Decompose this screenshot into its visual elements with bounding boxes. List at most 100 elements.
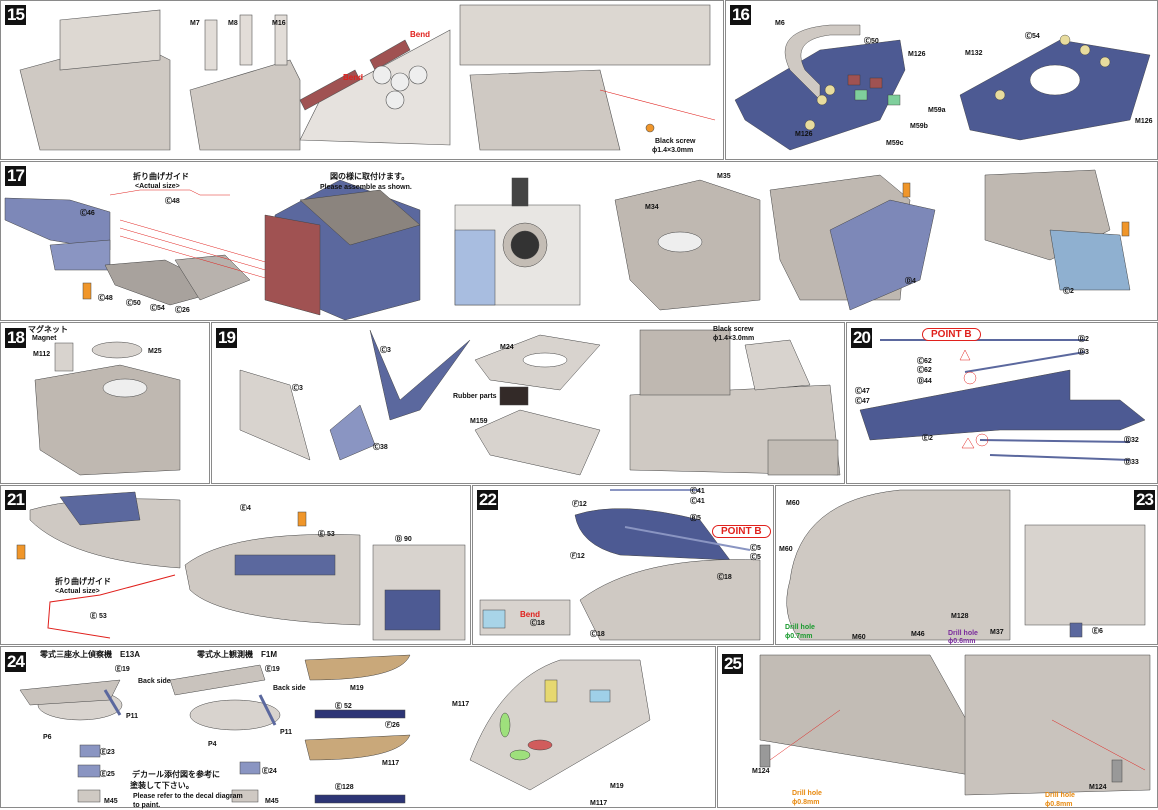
part-label: M117 xyxy=(590,800,608,807)
part-label: P6 xyxy=(43,734,52,741)
decal-note: デカール添付図を参考に xyxy=(132,770,220,779)
bend-label: Bend xyxy=(520,610,540,619)
part-label: M35 xyxy=(717,173,731,180)
part-label: Ⓒ18 xyxy=(717,574,732,581)
part-label: Ⓒ5 xyxy=(750,545,761,552)
part-label: Ⓓ4 xyxy=(905,278,916,285)
part-label: M19 xyxy=(610,783,624,790)
drill-hole-label: Drill hole xyxy=(948,630,978,637)
screw-size-label: ϕ1.4×3.0mm xyxy=(652,147,694,154)
part-label: M126 xyxy=(908,51,926,58)
part-label: M59a xyxy=(928,107,946,114)
part-label: M126 xyxy=(1135,118,1153,125)
part-label: Ⓒ41 xyxy=(690,488,705,495)
part-label: Ⓔ4 xyxy=(240,505,251,512)
part-label: Ⓒ3 xyxy=(380,347,391,354)
part-label: Ⓓ32 xyxy=(1124,437,1139,444)
step-number: 17 xyxy=(5,166,26,186)
part-label: Ⓒ5 xyxy=(750,554,761,561)
part-label: Ⓔ128 xyxy=(335,784,354,791)
part-label: Ⓔ2 xyxy=(922,435,933,442)
part-label: M124 xyxy=(752,768,770,775)
step-15-art xyxy=(19,4,716,151)
part-label: M16 xyxy=(272,20,286,27)
part-label: Ⓒ54 xyxy=(150,305,165,312)
part-label: Ⓒ62 xyxy=(917,367,932,374)
bend-guide-title: 折り曲げガイド xyxy=(133,172,189,181)
part-label: M112 xyxy=(33,351,51,358)
part-label: Ⓓ3 xyxy=(1078,349,1089,356)
part-label: M34 xyxy=(645,204,659,211)
part-label: M8 xyxy=(228,20,238,27)
decal-note-en: to paint. xyxy=(133,802,161,809)
part-label: Ⓓ44 xyxy=(917,378,932,385)
part-label: Ⓓ33 xyxy=(1124,459,1139,466)
part-label: M45 xyxy=(104,798,118,805)
point-b-badge: POINT B xyxy=(922,328,981,341)
part-label: Ⓔ24 xyxy=(262,768,277,775)
bend-guide-title: 折り曲げガイド xyxy=(55,577,111,586)
drill-hole-size: ϕ0.8mm xyxy=(792,799,820,806)
bend-label: Bend xyxy=(410,30,430,39)
part-label: P11 xyxy=(280,729,293,736)
part-label: Ⓕ12 xyxy=(572,501,587,508)
step-number: 19 xyxy=(216,328,237,348)
part-label: M45 xyxy=(265,798,279,805)
part-label: Ⓔ19 xyxy=(265,666,280,673)
back-side-label: Back side xyxy=(273,685,306,692)
step-number: 21 xyxy=(5,490,26,510)
screw-label: Black screw xyxy=(713,326,754,333)
part-label: Ⓔ 53 xyxy=(90,613,107,620)
part-label: Ⓕ26 xyxy=(385,722,400,729)
part-label: Ⓔ 53 xyxy=(318,531,335,538)
aircraft-title-e13a: 零式三座水上偵察機 E13A xyxy=(40,650,141,659)
part-label: Ⓒ47 xyxy=(855,388,870,395)
screw-size-label: ϕ1.4×3.0mm xyxy=(713,335,755,342)
part-label: M132 xyxy=(965,50,983,57)
part-label: M19 xyxy=(350,685,364,692)
part-label: Ⓒ62 xyxy=(917,358,932,365)
step-16-art xyxy=(734,24,1151,151)
magnet-label-en: Magnet xyxy=(32,335,57,342)
step-17-art xyxy=(4,169,1131,321)
step-number: 22 xyxy=(477,490,498,510)
part-label: M6 xyxy=(775,20,785,27)
bend-guide-subtitle: <Actual size> xyxy=(135,183,180,190)
part-label: M128 xyxy=(951,613,969,620)
step-number: 25 xyxy=(722,654,743,674)
drill-hole-size: ϕ0.8mm xyxy=(1045,801,1073,808)
part-label: P11 xyxy=(126,713,139,720)
decal-note-en: Please refer to the decal diagram xyxy=(133,793,243,800)
aircraft-title-f1m: 零式水上観測機 F1M xyxy=(197,650,277,659)
part-label: M59b xyxy=(910,123,928,130)
part-label: P4 xyxy=(208,741,217,748)
screw-label: Black screw xyxy=(655,138,696,145)
part-label: Ⓑ5 xyxy=(690,515,701,522)
part-label: M7 xyxy=(190,20,200,27)
part-label: M37 xyxy=(990,629,1004,636)
part-label: M60 xyxy=(786,500,800,507)
part-label: Ⓔ 52 xyxy=(335,703,352,710)
drill-hole-label: Drill hole xyxy=(785,624,815,631)
step-number: 23 xyxy=(1134,490,1155,510)
part-label: Ⓒ3 xyxy=(292,385,303,392)
part-label: M59c xyxy=(886,140,904,147)
step-number: 18 xyxy=(5,328,26,348)
part-label: Ⓓ2 xyxy=(1078,336,1089,343)
drill-hole-label: Drill hole xyxy=(1045,792,1075,799)
part-label: Ⓒ48 xyxy=(165,198,180,205)
drill-hole-size: ϕ0.7mm xyxy=(785,633,813,640)
part-label: Ⓔ25 xyxy=(100,771,115,778)
bend-label: Bend xyxy=(343,73,363,82)
part-label: Ⓒ54 xyxy=(1025,33,1040,40)
step-number: 15 xyxy=(5,5,26,25)
decal-note: 塗装して下さい。 xyxy=(130,781,194,790)
drill-hole-label: Drill hole xyxy=(792,790,822,797)
part-label: Ⓒ18 xyxy=(530,620,545,627)
part-label: Ⓒ41 xyxy=(690,498,705,505)
part-label: M159 xyxy=(470,418,488,425)
part-label: Ⓒ47 xyxy=(855,398,870,405)
part-label: Ⓒ50 xyxy=(864,38,879,45)
part-label: Ⓒ46 xyxy=(80,210,95,217)
